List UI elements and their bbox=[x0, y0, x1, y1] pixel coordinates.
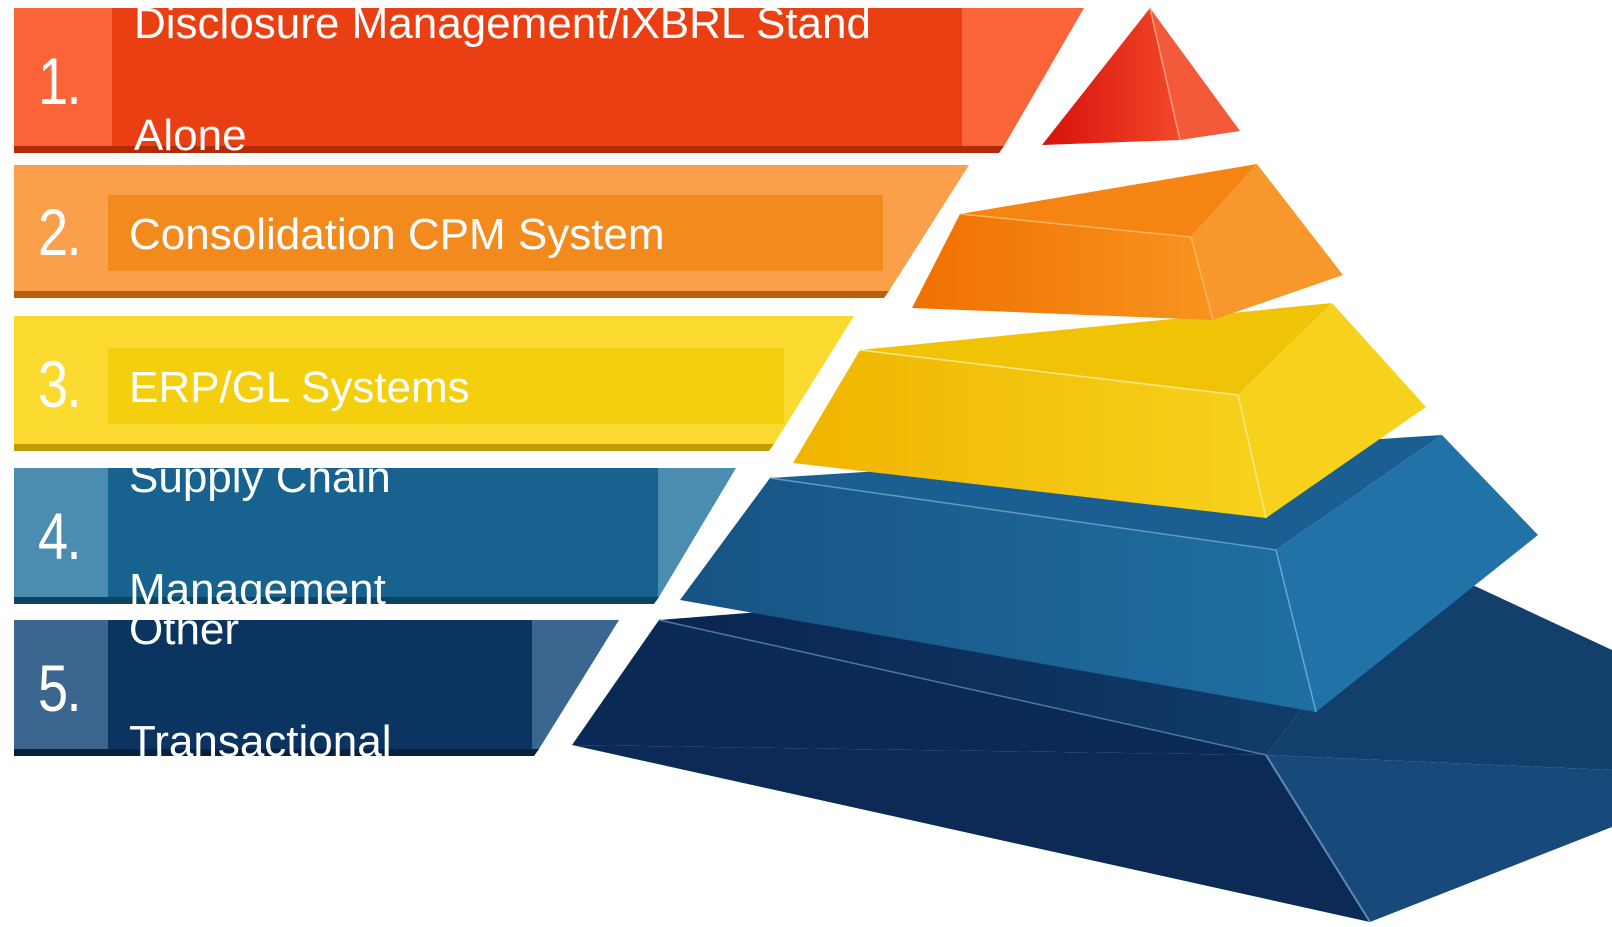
level-3-band: 3. ERP/GL Systems bbox=[14, 316, 854, 451]
level-5-band: 5. Other Transactional bbox=[14, 605, 619, 766]
level-5-number: 5. bbox=[38, 651, 81, 725]
level-3-label-line1: ERP/GL Systems bbox=[129, 362, 470, 412]
pyramid-level-1 bbox=[1042, 7, 1240, 145]
level-4-band: 4. Supply Chain Management bbox=[14, 453, 736, 614]
pyramid-level-2 bbox=[912, 164, 1343, 321]
level-4-number: 4. bbox=[38, 499, 81, 573]
level-1-number: 1. bbox=[38, 43, 81, 118]
level-1-band: 1. Disclosure Management/iXBRL Stand Alo… bbox=[14, 0, 1084, 160]
pyramid-level-3 bbox=[793, 303, 1426, 519]
level-5-label-line2: Transactional bbox=[129, 717, 392, 766]
level-5-label-line1: Other bbox=[129, 605, 240, 654]
level-1-label-line2: Alone bbox=[134, 110, 247, 160]
level-2-label: Consolidation CPM System bbox=[129, 171, 889, 298]
level-4-label-line1: Supply Chain bbox=[129, 453, 391, 502]
level-2-number: 2. bbox=[38, 194, 81, 269]
level-5-label: Other Transactional bbox=[129, 605, 529, 766]
level-4-label-line2: Management bbox=[129, 565, 386, 614]
level-4-label: Supply Chain Management bbox=[129, 453, 649, 614]
level-1-label: Disclosure Management/iXBRL Stand Alone bbox=[134, 0, 964, 160]
level-3-label: ERP/GL Systems bbox=[129, 324, 769, 451]
level-2-label-line1: Consolidation CPM System bbox=[129, 209, 665, 259]
level-1-label-line1: Disclosure Management/iXBRL Stand bbox=[134, 0, 871, 48]
level-2-band: 2. Consolidation CPM System bbox=[14, 165, 969, 298]
level-3-number: 3. bbox=[38, 346, 81, 421]
